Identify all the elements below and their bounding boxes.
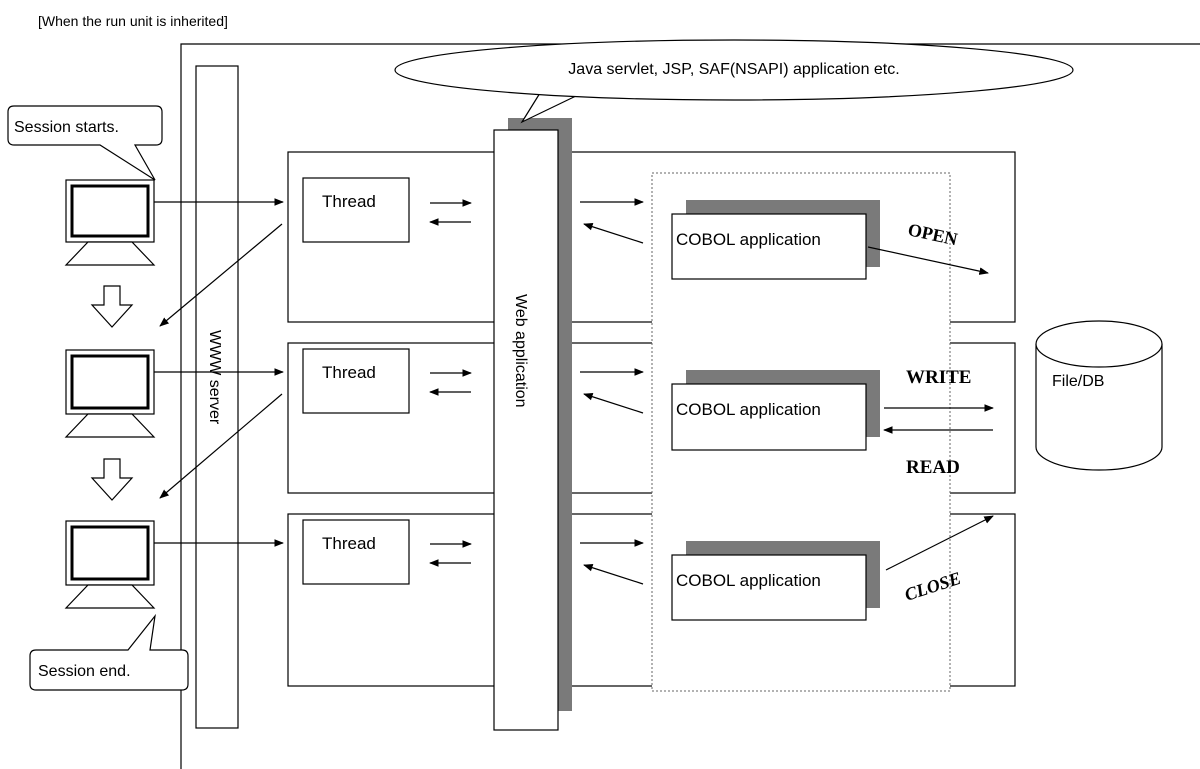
www-server-label: WWW server bbox=[206, 330, 223, 425]
thread-label: Thread bbox=[322, 534, 376, 553]
file-operation-arrows bbox=[867, 246, 994, 571]
op-read-label: READ bbox=[906, 457, 960, 478]
down-arrow-icon bbox=[90, 458, 134, 501]
response-arrow bbox=[159, 393, 283, 499]
thread-webapp-arrows bbox=[429, 199, 472, 567]
thread-box: Thread bbox=[302, 348, 410, 414]
cobol-box: COBOL application bbox=[671, 200, 880, 280]
computer-icon bbox=[64, 179, 156, 266]
cobol-box: COBOL application bbox=[671, 370, 880, 451]
computer-icon bbox=[64, 520, 156, 609]
webapp-cobol-arrows bbox=[580, 198, 644, 585]
thread-box: Thread bbox=[302, 177, 410, 243]
callout-top-tail bbox=[520, 92, 579, 124]
file-db-cylinder: File/DB bbox=[1035, 320, 1163, 471]
computer-icon bbox=[64, 349, 156, 438]
callout-end-text: Session end. bbox=[38, 663, 131, 680]
callout-start-bubble bbox=[7, 105, 163, 181]
response-arrow bbox=[159, 223, 283, 327]
diagram-caption: [When the run unit is inherited] bbox=[38, 13, 228, 29]
cobol-label: COBOL application bbox=[676, 400, 821, 419]
callout-top-ellipse bbox=[394, 39, 1074, 101]
web-app-label: Web application bbox=[512, 294, 529, 408]
down-arrow-icon bbox=[90, 285, 134, 328]
cobol-box: COBOL application bbox=[671, 541, 880, 621]
callout-top-text: Java servlet, JSP, SAF(NSAPI) applicatio… bbox=[568, 61, 899, 78]
thread-label: Thread bbox=[322, 192, 376, 211]
www-server-bar bbox=[195, 65, 239, 729]
cobol-label: COBOL application bbox=[676, 230, 821, 249]
callout-end-bubble bbox=[29, 613, 189, 691]
thread-box: Thread bbox=[302, 519, 410, 585]
callout-start-text: Session starts. bbox=[14, 119, 119, 136]
file-db-label: File/DB bbox=[1052, 373, 1104, 390]
cobol-label: COBOL application bbox=[676, 571, 821, 590]
op-write-label: WRITE bbox=[906, 367, 971, 388]
web-app-bar bbox=[493, 129, 559, 731]
thread-label: Thread bbox=[322, 363, 376, 382]
